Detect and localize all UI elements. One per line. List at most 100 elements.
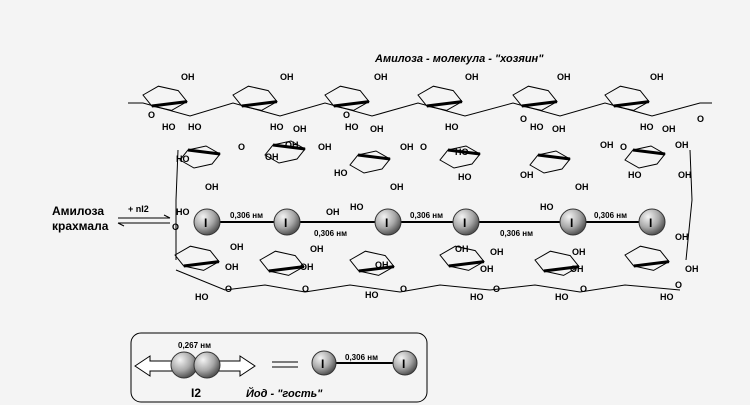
amylose-label-line1: Амилоза (52, 204, 104, 218)
glucose-ring (264, 140, 306, 164)
group-label-oh: OH (225, 262, 239, 272)
group-label-oh: OH (400, 142, 414, 152)
glucose-ring (324, 85, 370, 111)
group-label-o: O (580, 284, 587, 294)
legend-box: 0,267 нм I2 Йод - "гость" I I 0,306 нм (130, 332, 428, 403)
group-label-o: O (343, 110, 350, 120)
iodine-atom (374, 208, 402, 236)
group-label-oh: OH (374, 72, 388, 82)
group-label-ho: HO (270, 122, 284, 132)
group-label-oh: OH (675, 232, 689, 242)
group-label-ho: HO (176, 207, 190, 217)
glucose-ring (624, 145, 666, 169)
glucose-ring (174, 245, 220, 271)
group-label-o: O (400, 284, 407, 294)
iodine-atom (392, 350, 418, 376)
group-label-ho: HO (345, 122, 359, 132)
group-label-oh: OH (557, 72, 571, 82)
iodine-atom (273, 208, 301, 236)
atom-symbol: I (204, 216, 207, 230)
group-label-ho: HO (640, 122, 654, 132)
group-label-oh: OH (520, 170, 534, 180)
group-label-oh: OH (570, 264, 584, 274)
glucose-ring (417, 85, 463, 111)
distance-label: 0,306 нм (314, 229, 347, 238)
glucose-ring (529, 150, 571, 174)
glucose-rings (128, 85, 712, 293)
group-label-oh: OH (662, 124, 676, 134)
distance-label: 0,306 нм (594, 211, 627, 220)
group-label-oh: OH (490, 247, 504, 257)
group-label-o: O (148, 110, 155, 120)
group-label-ho: HO (176, 154, 190, 164)
group-label-ho: HO (540, 202, 554, 212)
group-label-oh: OH (675, 140, 689, 150)
group-label-ho: HO (530, 122, 544, 132)
group-label-ho: HO (660, 292, 674, 302)
group-label-oh: OH (455, 244, 469, 254)
group-label-oh: OH (265, 152, 279, 162)
group-label-oh: OH (678, 170, 692, 180)
group-label-ho: HO (188, 122, 202, 132)
group-label-oh: OH (318, 142, 332, 152)
group-label-ho: HO (195, 292, 209, 302)
atom-symbol: I (385, 216, 388, 230)
group-label-o: O (238, 142, 245, 152)
glucose-ring (624, 245, 670, 271)
reagent-label: + nI2 (128, 204, 149, 214)
distance-label: 0,306 нм (230, 211, 263, 220)
iodine-atom (170, 351, 198, 379)
atom-symbol: I (321, 357, 324, 371)
equilibrium-arrow-small (272, 361, 298, 368)
group-label-ho: HO (470, 292, 484, 302)
group-label-ho: HO (455, 147, 469, 157)
group-label-oh: OH (552, 124, 566, 134)
glucose-ring (604, 85, 650, 111)
distance-label: 0,306 нм (500, 229, 533, 238)
glucose-ring (179, 145, 221, 169)
group-label-ho: HO (350, 202, 364, 212)
glucose-ring (512, 85, 558, 111)
group-label-ho: HO (334, 168, 348, 178)
group-label-oh: OH (685, 264, 699, 274)
glucose-ring (349, 250, 395, 276)
iodine-atom (311, 350, 337, 376)
atom-symbol: I (284, 216, 287, 230)
iodine-atom (452, 208, 480, 236)
distance-label: 0,306 нм (410, 211, 443, 220)
iodine-atom (559, 208, 587, 236)
diagram-title: Амилоза - молекула - "хозяин" (374, 53, 544, 65)
glucose-ring (232, 85, 278, 111)
group-label-ho: HO (445, 122, 459, 132)
group-label-ho: HO (458, 172, 472, 182)
group-label-o: O (225, 284, 232, 294)
group-label-o: O (493, 284, 500, 294)
guest-caption: Йод - "гость" (246, 387, 323, 400)
atom-symbol: I (570, 216, 573, 230)
group-label-oh: OH (465, 72, 479, 82)
group-label-o: O (172, 222, 179, 232)
distance-label: 0,306 нм (345, 353, 378, 362)
i2-label: I2 (191, 386, 201, 400)
amylose-label-line2: крахмала (52, 219, 109, 233)
group-label-o: O (420, 142, 427, 152)
group-label-ho: HO (162, 122, 176, 132)
group-label-o: O (697, 114, 704, 124)
glucose-ring (439, 245, 485, 271)
atom-symbol: I (649, 216, 652, 230)
group-label-oh: OH (600, 140, 614, 150)
group-label-ho: HO (555, 292, 569, 302)
glucose-ring (439, 145, 481, 169)
group-label-oh: OH (650, 72, 664, 82)
iodine-atom (193, 351, 221, 379)
group-label-oh: OH (480, 264, 494, 274)
equilibrium-arrow (117, 214, 171, 227)
group-label-oh: OH (300, 262, 314, 272)
group-label-oh: OH (230, 242, 244, 252)
group-label-o: O (675, 280, 682, 290)
group-label-oh: OH (205, 182, 219, 192)
group-label-oh: OH (280, 72, 294, 82)
